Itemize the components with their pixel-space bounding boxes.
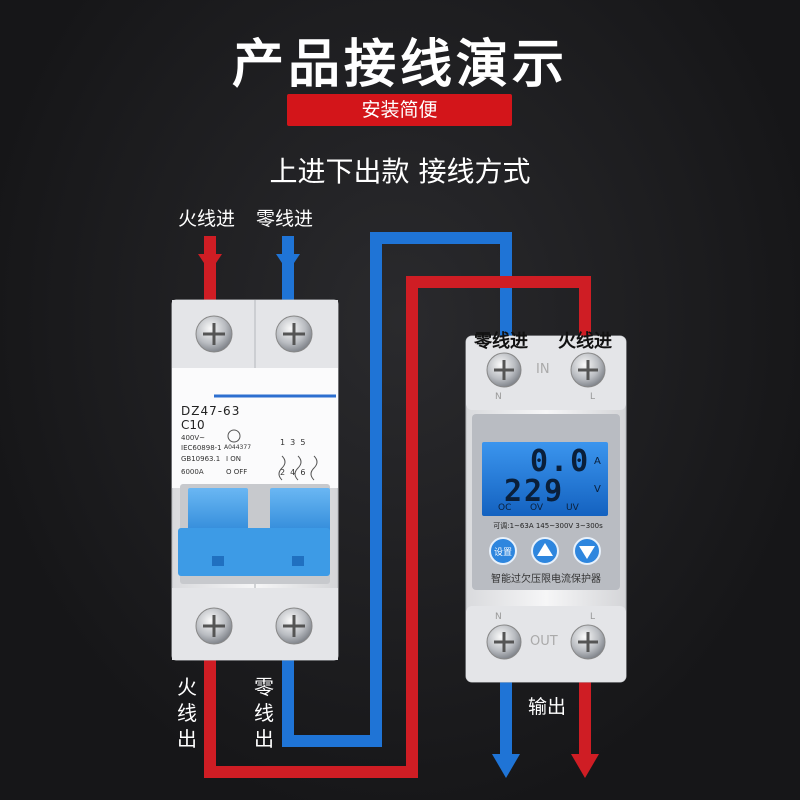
- protector-top-l: L: [590, 392, 596, 402]
- lcd-flag-oc: OC: [498, 503, 512, 513]
- label-neutral-out: 零线出: [254, 675, 274, 751]
- wire-live-out: [579, 660, 591, 760]
- breaker-model: DZ47-63: [181, 404, 241, 418]
- breaker-voltage: 400V~: [181, 434, 206, 442]
- arrow-live-in: [198, 254, 222, 272]
- breaker-terminal-bottom: 2 4 6: [280, 468, 306, 477]
- protector-top-in: IN: [536, 362, 550, 377]
- headline: 产品接线演示: [231, 35, 568, 95]
- label-live-in: 火线进: [178, 208, 236, 230]
- protector-bot-l: L: [590, 612, 596, 622]
- set-button[interactable]: [489, 537, 517, 565]
- wire-live-route: [204, 276, 591, 778]
- feature-badge: 安装简便: [287, 94, 512, 126]
- breaker-std1: IEC60898-1: [181, 444, 222, 452]
- protector-name: 智能过欠压限电流保护器: [491, 574, 601, 585]
- breaker-handle[interactable]: [178, 528, 330, 576]
- lcd-voltage-value: 229: [504, 474, 565, 509]
- set-button-label: 设置: [493, 548, 512, 558]
- breaker-on-label: I ON: [226, 455, 242, 463]
- label-output: 输出: [528, 696, 567, 718]
- lcd-flag-ov: OV: [530, 503, 544, 513]
- voltage-protector: [465, 335, 627, 683]
- protector-bot-out: OUT: [530, 634, 558, 649]
- arrow-neutral-out: [492, 754, 520, 778]
- protector-label-live-in: 火线进: [558, 331, 612, 352]
- lcd-flag-uv: UV: [566, 503, 579, 513]
- up-arrow-icon: [537, 543, 553, 556]
- label-neutral-in: 零线进: [256, 208, 314, 230]
- lcd-current-value: 0.0: [530, 444, 591, 479]
- down-arrow-icon: [579, 546, 595, 559]
- protector-bot-n: N: [495, 612, 502, 622]
- lcd-screen: [482, 442, 608, 516]
- breaker-std2: GB10963.1: [181, 455, 221, 463]
- arrow-live-out: [571, 754, 599, 778]
- breaker-off-label: O OFF: [226, 468, 248, 476]
- wire-neutral-out: [500, 660, 512, 760]
- breaker-capacity: 6000A: [181, 468, 204, 476]
- protector-spec: 可调:1~63A 145~300V 3~300s: [493, 522, 603, 530]
- circuit-breaker: [171, 299, 339, 661]
- arrow-neutral-in: [276, 254, 300, 272]
- protector-label-neutral-in: 零线进: [474, 331, 528, 352]
- breaker-code: A044377: [224, 444, 252, 451]
- wire-neutral-route: [282, 232, 512, 747]
- lcd-current-unit: A: [594, 456, 601, 467]
- label-live-out: 火线出: [177, 675, 197, 751]
- subtitle: 上进下出款 接线方式: [269, 155, 531, 188]
- breaker-terminal-top: 1 3 5: [280, 438, 306, 447]
- protector-top-n: N: [495, 392, 502, 402]
- lcd-voltage-unit: V: [594, 484, 601, 495]
- breaker-rating: C10: [181, 418, 205, 432]
